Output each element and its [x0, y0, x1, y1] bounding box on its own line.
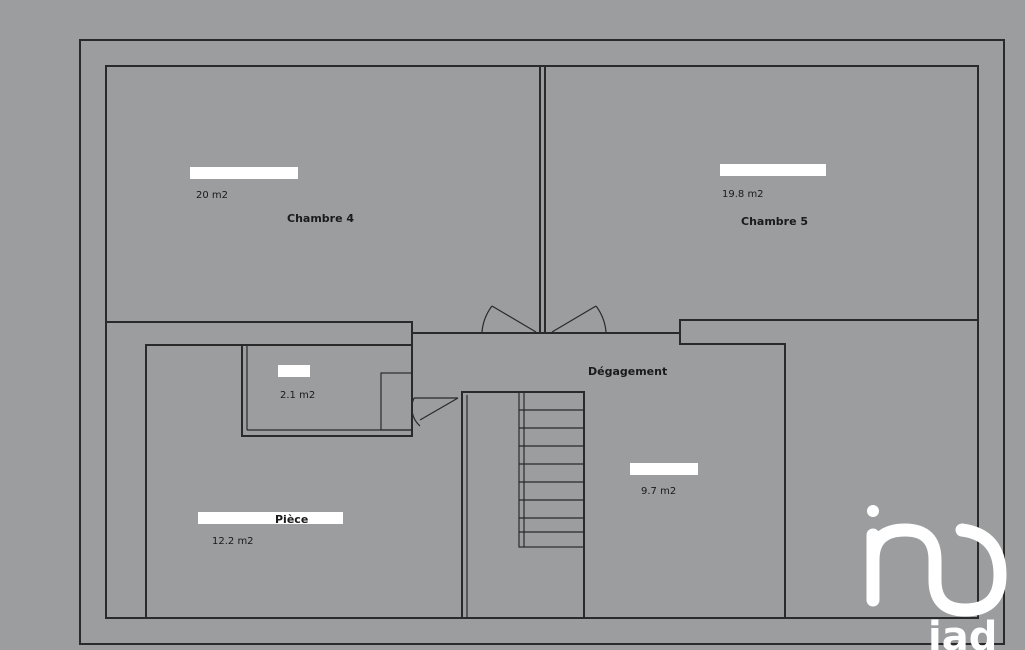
room-area-stair-room: 9.7 m2	[641, 486, 676, 497]
room-name-piece: Pièce	[275, 513, 308, 526]
door-chambre-4	[481, 305, 537, 333]
small-room-closet	[380, 372, 413, 431]
door-chambre-5	[551, 305, 607, 333]
door-swing	[595, 305, 607, 333]
room-area-chambre-4: 20 m2	[196, 190, 228, 201]
redaction-bar	[720, 164, 826, 176]
door-leaf	[551, 305, 597, 333]
logo-dot	[867, 505, 879, 517]
room-area-piece: 12.2 m2	[212, 536, 254, 547]
room-name-chambre-5: Chambre 5	[741, 215, 808, 228]
redaction-bar	[630, 463, 698, 475]
redaction-bar	[190, 167, 298, 179]
room-area-small: 2.1 m2	[280, 390, 315, 401]
redaction-bar	[278, 365, 310, 377]
door-leaf-small-2	[419, 397, 459, 421]
wall-right-mid	[679, 319, 978, 618]
wall-left-mid	[106, 321, 413, 618]
logo-text: iad	[928, 614, 997, 650]
staircase	[518, 391, 585, 548]
wall-small-room	[241, 345, 413, 437]
door-swing	[481, 305, 493, 333]
inner-boundary	[105, 65, 979, 619]
iad-logo-watermark: iad	[866, 505, 1007, 650]
logo-stroke	[866, 523, 1007, 617]
room-area-chambre-5: 19.8 m2	[722, 189, 764, 200]
door-swing-small	[411, 397, 421, 427]
room-name-degagement: Dégagement	[588, 365, 667, 378]
outer-frame	[79, 39, 1005, 645]
wall-stair-room	[461, 391, 585, 618]
redaction-bar	[198, 512, 343, 524]
stair-frame	[518, 391, 585, 548]
room-name-chambre-4: Chambre 4	[287, 212, 354, 225]
door-leaf	[491, 305, 537, 333]
